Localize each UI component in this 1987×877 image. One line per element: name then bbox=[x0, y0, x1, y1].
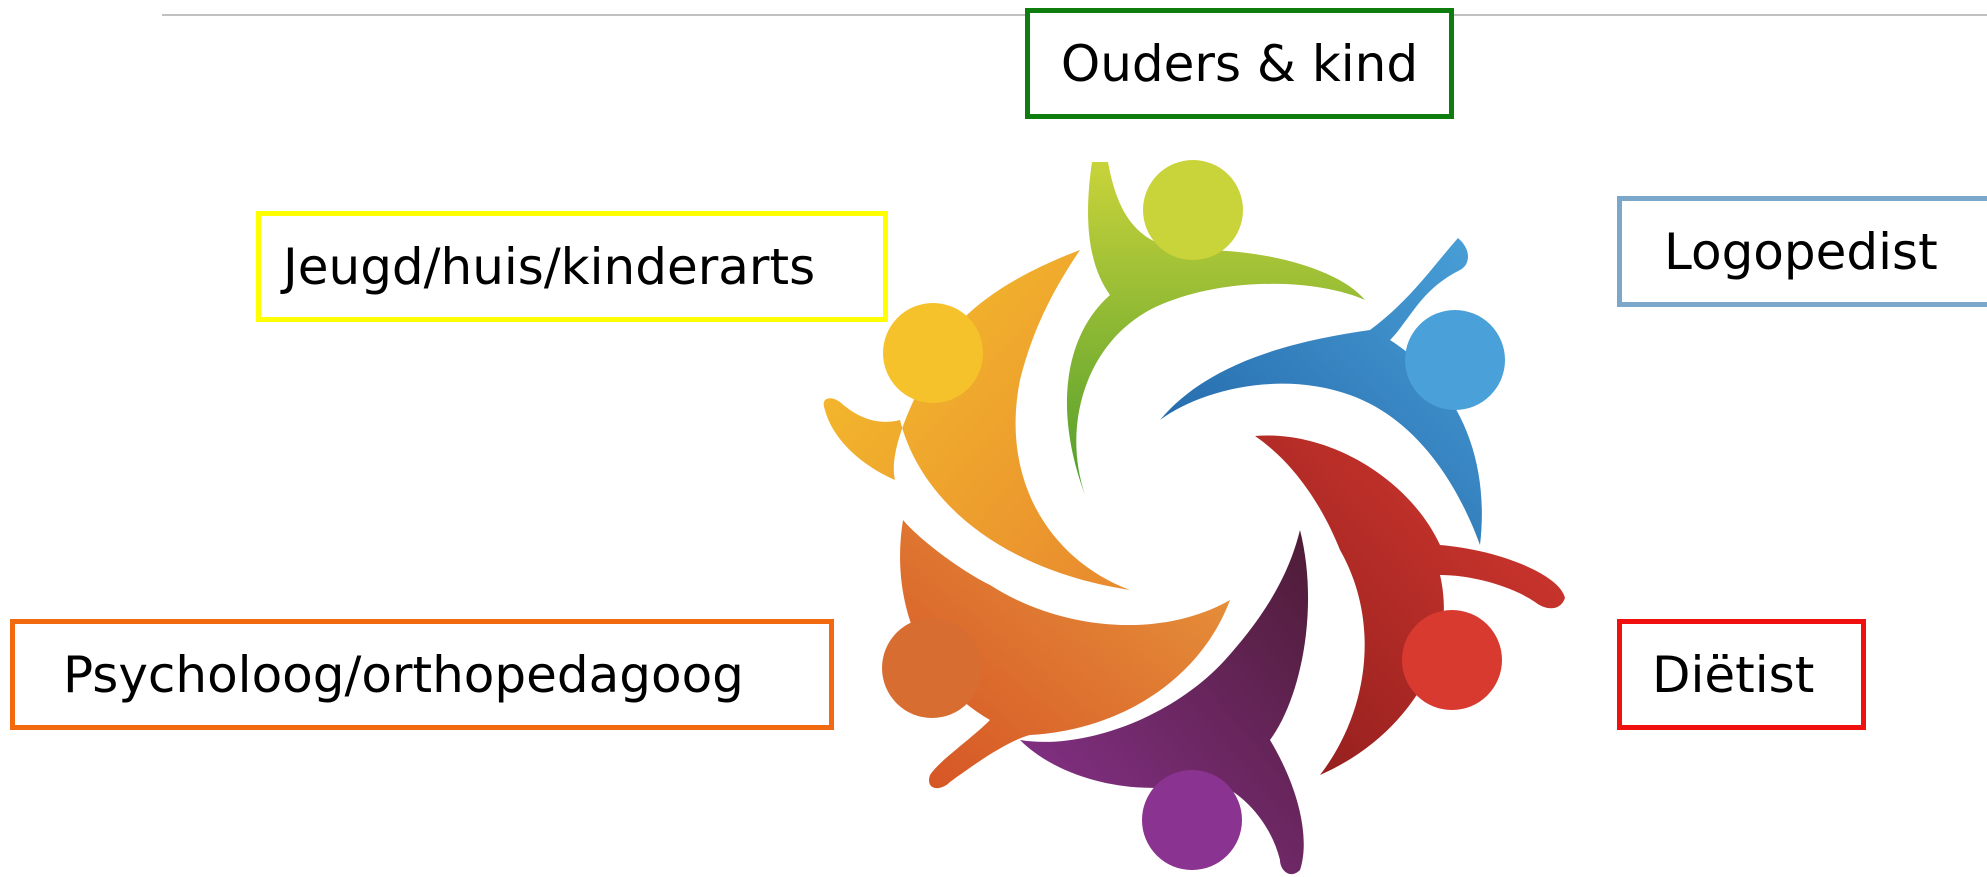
label-dietist: Diëtist bbox=[1617, 619, 1866, 730]
blue-figure bbox=[1160, 238, 1505, 545]
label-psycholoog-orthopedagoog: Psycholoog/orthopedagoog bbox=[10, 619, 834, 730]
label-jeugd-huis-kinderarts: Jeugd/huis/kinderarts bbox=[256, 211, 888, 322]
label-jeugd-huis-kinderarts-text: Jeugd/huis/kinderarts bbox=[283, 237, 816, 296]
label-logopedist: Logopedist bbox=[1617, 196, 1987, 307]
label-dietist-text: Diëtist bbox=[1652, 645, 1815, 704]
label-psycholoog-orthopedagoog-text: Psycholoog/orthopedagoog bbox=[63, 645, 744, 704]
center-hub bbox=[1134, 462, 1250, 578]
purple-figure bbox=[1020, 530, 1309, 875]
label-ouders-kind: Ouders & kind bbox=[1025, 8, 1454, 119]
green-figure bbox=[1066, 160, 1365, 495]
yellow-figure bbox=[823, 250, 1130, 590]
label-logopedist-text: Logopedist bbox=[1664, 222, 1938, 281]
red-figure bbox=[1255, 435, 1565, 775]
orange-figure bbox=[882, 520, 1230, 789]
label-ouders-kind-text: Ouders & kind bbox=[1060, 34, 1419, 93]
